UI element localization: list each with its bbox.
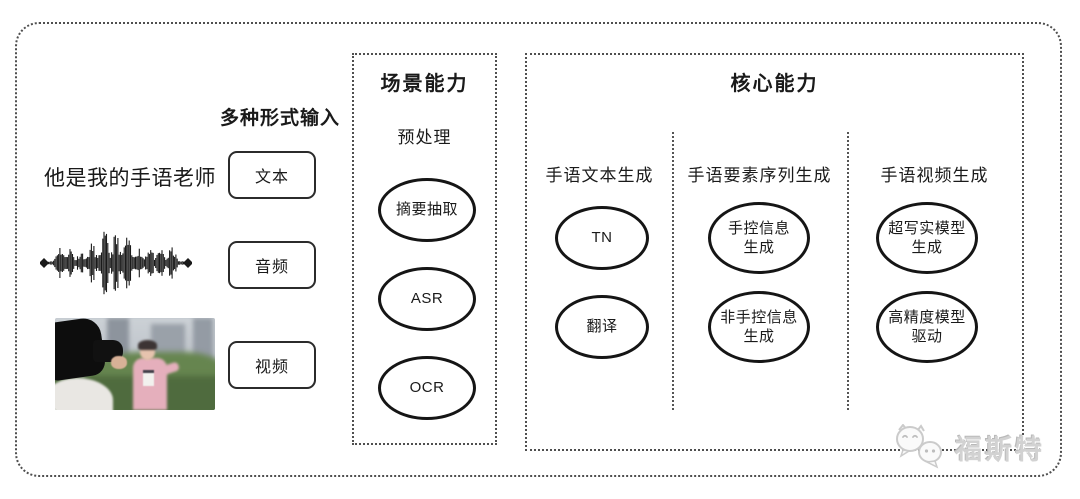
scene-capability-box: 场景能力 预处理 摘要抽取 ASR OCR [352,53,497,445]
node-summary-extraction: 摘要抽取 [378,178,476,242]
input-type-audio-box: 音频 [228,241,316,289]
scene-box-subtitle: 预处理 [397,128,452,147]
node-non-manual-info-generation: 非手控信息 生成 [708,291,810,363]
input-type-video-box: 视频 [228,341,316,389]
core-box-title: 核心能力 [730,73,819,95]
node-manual-info-generation: 手控信息 生成 [708,202,810,274]
node-high-precision-model-driving: 高精度模型 驱动 [876,291,978,363]
column-header-video-generation: 手语视频生成 [880,166,989,185]
audio-waveform-icon [40,231,192,295]
input-type-text-box: 文本 [228,151,316,199]
node-label: 摘要抽取 [395,201,458,219]
node-ocr: OCR [378,356,476,420]
video-thumbnail [55,318,215,410]
node-label: OCR [409,379,445,397]
column-header-element-sequence-generation: 手语要素序列生成 [687,166,832,185]
node-label: ASR [410,290,444,308]
photo-cameraman-hand [111,356,127,369]
core-capability-box: 核心能力 手语文本生成 手语要素序列生成 手语视频生成 TN 翻译 手控信息 生… [525,53,1024,451]
node-label: 高精度模型 驱动 [888,308,966,346]
column-divider [672,132,674,410]
input-type-text-label: 文本 [254,169,289,186]
photo-microphone [143,370,154,386]
node-translation: 翻译 [555,295,649,359]
column-header-text-generation: 手语文本生成 [545,166,654,185]
node-label: 非手控信息 生成 [720,308,798,346]
watermark-text: 福斯特 [955,434,1045,465]
node-label: 手控信息 生成 [727,219,790,257]
node-tn: TN [555,206,649,270]
scene-box-title: 场景能力 [380,73,469,95]
outer-dotted-frame [15,22,1062,477]
node-label: 翻译 [586,318,618,336]
watermark: 福斯特 [893,424,1045,470]
node-asr: ASR [378,267,476,331]
node-hyperrealistic-model-generation: 超写实模型 生成 [876,202,978,274]
input-type-audio-label: 音频 [254,259,289,276]
node-label: 超写实模型 生成 [888,219,966,257]
column-divider [847,132,849,410]
input-type-video-label: 视频 [254,359,289,376]
input-section-title: 多种形式输入 [219,108,340,129]
photo-reporter-hair [138,340,157,350]
node-label: TN [591,229,613,247]
text-input-sample: 他是我的手语老师 [44,167,216,190]
watermark-mascot-icon [896,424,942,469]
